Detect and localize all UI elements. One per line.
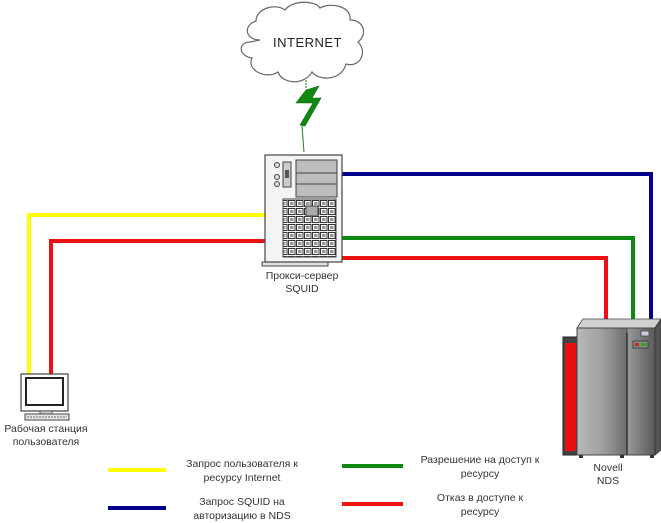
workstation-label-line2: пользователя — [12, 436, 80, 448]
link-user-request — [27, 213, 265, 375]
legend-item-access-denied: Отказ в доступе к ресурсу — [410, 491, 550, 519]
link-squid-auth — [342, 172, 653, 322]
nds-server-icon — [562, 318, 661, 458]
legend-item-user-request: Запрос пользователя к ресурсу Internet — [172, 457, 312, 485]
legend-swatches — [108, 464, 403, 510]
workstation-label: Рабочая станция пользователя — [0, 423, 92, 449]
proxy-server-icon — [261, 154, 343, 267]
link-access-granted — [342, 236, 635, 322]
link-denied-to-workstation — [49, 239, 265, 375]
legend-item-squid-auth: Запрос SQUID на авторизацию в NDS — [172, 495, 312, 523]
internet-cloud-icon — [240, 1, 365, 83]
link-access-denied — [342, 256, 608, 322]
legend-text-line1: Запрос SQUID на — [199, 496, 285, 508]
legend-item-access-granted: Разрешение на доступ к ресурсу — [410, 453, 550, 481]
legend-text-line1: Разрешение на доступ к — [420, 454, 540, 466]
nds-label-line1: Novell — [593, 462, 623, 474]
lightning-bolt-icon — [295, 80, 322, 153]
workstation-label-line1: Рабочая станция — [4, 423, 88, 435]
legend-text-line1: Отказ в доступе к — [436, 492, 524, 504]
legend-text-line2: ресурсу — [460, 506, 500, 518]
nds-server-label: Novell NDS — [578, 462, 638, 488]
proxy-label-line1: Прокси-сервер — [265, 270, 339, 282]
workstation-icon — [20, 373, 70, 421]
nds-label-line2: NDS — [596, 475, 620, 487]
proxy-server-label: Прокси-сервер SQUID — [252, 270, 352, 296]
legend-text-line1: Запрос пользователя к — [186, 458, 298, 470]
legend-text-line2: ресурсу — [460, 468, 500, 480]
legend-text-line2: авторизацию в NDS — [193, 510, 291, 522]
internet-label: INTERNET — [273, 35, 342, 50]
proxy-label-line2: SQUID — [285, 283, 319, 295]
legend-text-line2: ресурсу Internet — [203, 472, 281, 484]
connection-lines — [27, 172, 653, 375]
